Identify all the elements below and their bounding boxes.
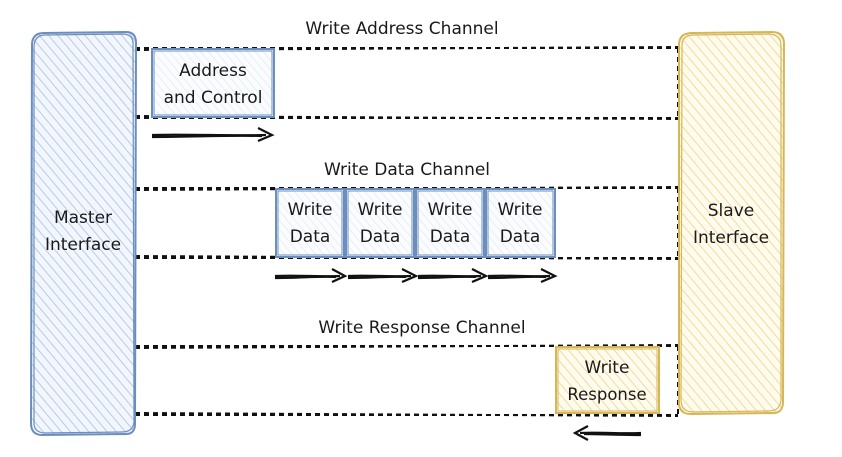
- write-data-box: Write Data: [415, 188, 485, 258]
- master-interface-line1: Master: [54, 208, 112, 228]
- write-data-line2: Data: [290, 227, 331, 247]
- write-data-line2: Data: [360, 227, 401, 247]
- data-direction-arrow: [274, 268, 348, 283]
- write-data-channel-title: Write Data Channel: [324, 160, 490, 180]
- master-interface-line2: Interface: [45, 235, 121, 255]
- slave-interface-line1: Slave: [708, 201, 754, 221]
- address-control-box: Address and Control: [151, 48, 275, 118]
- data-direction-arrow: [417, 268, 489, 284]
- write-response-box: Write Response: [555, 346, 660, 414]
- write-data-line1: Write: [358, 200, 403, 220]
- write-response-line1: Write: [585, 358, 630, 378]
- write-address-channel-title: Write Address Channel: [305, 19, 498, 39]
- slave-interface-line2: Interface: [693, 228, 769, 248]
- write-data-line1: Write: [498, 200, 543, 220]
- write-response-channel-title: Write Response Channel: [318, 318, 525, 338]
- address-control-line2: and Control: [164, 88, 263, 108]
- write-data-box: Write Data: [275, 188, 345, 258]
- write-response-line2: Response: [567, 385, 646, 404]
- write-data-line2: Data: [430, 227, 471, 247]
- address-direction-arrow: [151, 127, 275, 143]
- write-data-box: Write Data: [485, 188, 556, 258]
- write-data-line2: Data: [500, 227, 541, 247]
- data-direction-arrow: [487, 268, 558, 284]
- address-control-line1: Address: [179, 61, 247, 81]
- response-direction-arrow: [572, 425, 642, 441]
- master-interface: Master Interface: [29, 30, 138, 437]
- data-direction-arrow: [347, 268, 419, 284]
- write-data-box: Write Data: [345, 188, 415, 258]
- write-data-line1: Write: [428, 200, 473, 220]
- write-data-line1: Write: [288, 200, 333, 220]
- slave-interface: Slave Interface: [677, 30, 786, 416]
